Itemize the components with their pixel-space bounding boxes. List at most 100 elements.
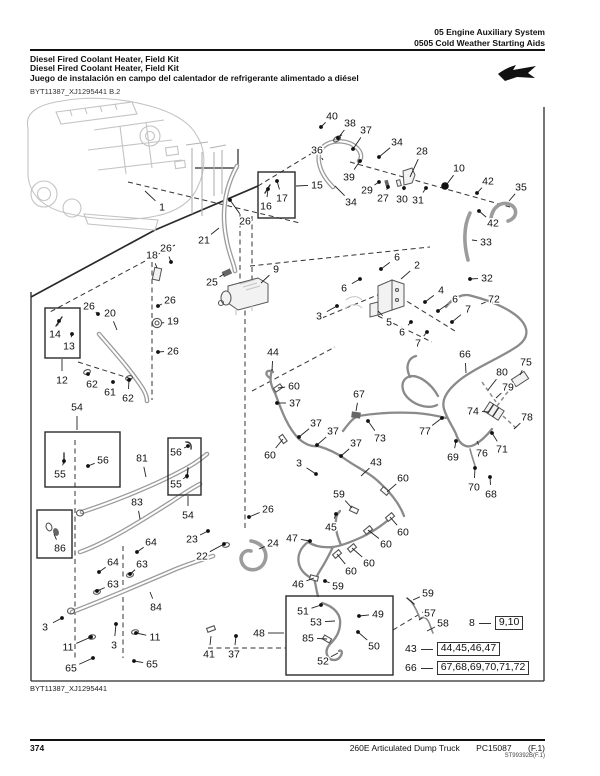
callout-60: 60 (397, 473, 409, 485)
callout-32: 32 (481, 273, 493, 285)
grommet-10 (441, 182, 449, 190)
callout-62: 62 (122, 393, 134, 405)
callout-62: 62 (86, 379, 98, 391)
footer-rule (30, 739, 545, 741)
callout-26: 26 (262, 504, 274, 516)
callout-52: 52 (317, 656, 329, 668)
callout-7: 7 (415, 338, 421, 350)
callout-54: 54 (71, 402, 83, 414)
callout-67: 67 (353, 389, 365, 401)
callout-72: 72 (488, 294, 500, 306)
coolant-hoses (66, 139, 518, 615)
callout-23: 23 (186, 534, 198, 546)
callout-6: 6 (394, 252, 400, 264)
callout-19: 19 (167, 316, 179, 328)
page-number: 374 (30, 743, 45, 753)
callout-59: 59 (333, 489, 345, 501)
callout-77: 77 (419, 426, 431, 438)
callout-38: 38 (344, 118, 356, 130)
callout-37: 37 (360, 125, 372, 137)
callout-6: 6 (341, 283, 347, 295)
callout-3: 3 (111, 640, 117, 652)
callout-35: 35 (515, 182, 527, 194)
callout-21: 21 (198, 235, 210, 247)
callout-57: 57 (424, 608, 436, 620)
section-header: 05 Engine Auxiliary System 0505 Cold Wea… (414, 27, 545, 48)
callout-64: 64 (107, 557, 119, 569)
callout-26: 26 (167, 346, 179, 358)
callout-41: 41 (203, 649, 215, 661)
figure-title-en-2: Diesel Fired Coolant Heater, Field Kit (30, 63, 179, 74)
callout-68: 68 (485, 489, 497, 501)
callout-22: 22 (196, 551, 208, 563)
wiring-harness (265, 293, 528, 662)
mounting-bracket (345, 279, 405, 318)
detail-box-15 (257, 171, 296, 219)
fitting-18 (151, 266, 163, 282)
callout-83: 83 (131, 497, 143, 509)
legend-items: 9,10 (494, 616, 524, 630)
callout-56: 56 (97, 455, 109, 467)
callout-18: 18 (146, 250, 158, 262)
callout-60: 60 (363, 558, 375, 570)
callout-3: 3 (296, 458, 302, 470)
section-header-line1: 05 Engine Auxiliary System (434, 27, 545, 37)
callout-42: 42 (487, 218, 499, 230)
callout-14: 14 (49, 329, 61, 341)
callout-53: 53 (310, 617, 322, 629)
callout-34: 34 (391, 137, 403, 149)
callout-39: 39 (343, 172, 355, 184)
legend-dash (420, 648, 433, 650)
callout-47: 47 (286, 533, 298, 545)
legend-items: 44,45,46,47 (436, 642, 501, 656)
callout-55: 55 (54, 469, 66, 481)
callout-60: 60 (345, 566, 357, 578)
callout-86: 86 (54, 543, 66, 555)
dashed-guides (49, 132, 511, 658)
connector-75 (510, 370, 530, 388)
callout-37: 37 (310, 418, 322, 430)
callout-74: 74 (467, 406, 479, 418)
callout-48: 48 (253, 628, 265, 640)
callout-4: 4 (438, 285, 444, 297)
callout-37: 37 (289, 398, 301, 410)
callout-37: 37 (350, 438, 362, 450)
callout-15: 15 (311, 180, 323, 192)
callout-85: 85 (302, 633, 314, 645)
callout-63: 63 (107, 579, 119, 591)
callout-58: 58 (437, 618, 449, 630)
callout-45: 45 (325, 522, 337, 534)
callout-65: 65 (65, 663, 77, 675)
callout-59: 59 (332, 581, 344, 593)
legend-dash (478, 622, 491, 624)
callout-55: 55 (170, 479, 182, 491)
callout-84: 84 (150, 602, 162, 614)
callout-28: 28 (416, 146, 428, 158)
callout-44: 44 (267, 347, 279, 359)
figure-reference: BYT11387_XJ1295441 B.2 (30, 87, 121, 97)
callout-29: 29 (361, 185, 373, 197)
callout-26: 26 (239, 216, 251, 228)
cable-clips (272, 383, 396, 644)
callout-80: 80 (496, 367, 508, 379)
detail-box-54b (167, 437, 202, 496)
callout-30: 30 (396, 194, 408, 206)
callout-61: 61 (104, 387, 116, 399)
callout-34: 34 (345, 197, 357, 209)
callout-60: 60 (264, 450, 276, 462)
callout-12: 12 (56, 375, 68, 387)
page-footer: 374 260E Articulated Dump Truck PC15087 … (30, 743, 545, 753)
callout-17: 17 (276, 193, 288, 205)
callout-20: 20 (104, 308, 116, 320)
callout-75: 75 (520, 357, 532, 369)
legend-label: 8 (469, 617, 475, 629)
callout-37: 37 (228, 649, 240, 661)
header-rule (30, 49, 545, 51)
callout-6: 6 (399, 327, 405, 339)
callout-36: 36 (311, 145, 323, 157)
callout-24: 24 (267, 538, 279, 550)
